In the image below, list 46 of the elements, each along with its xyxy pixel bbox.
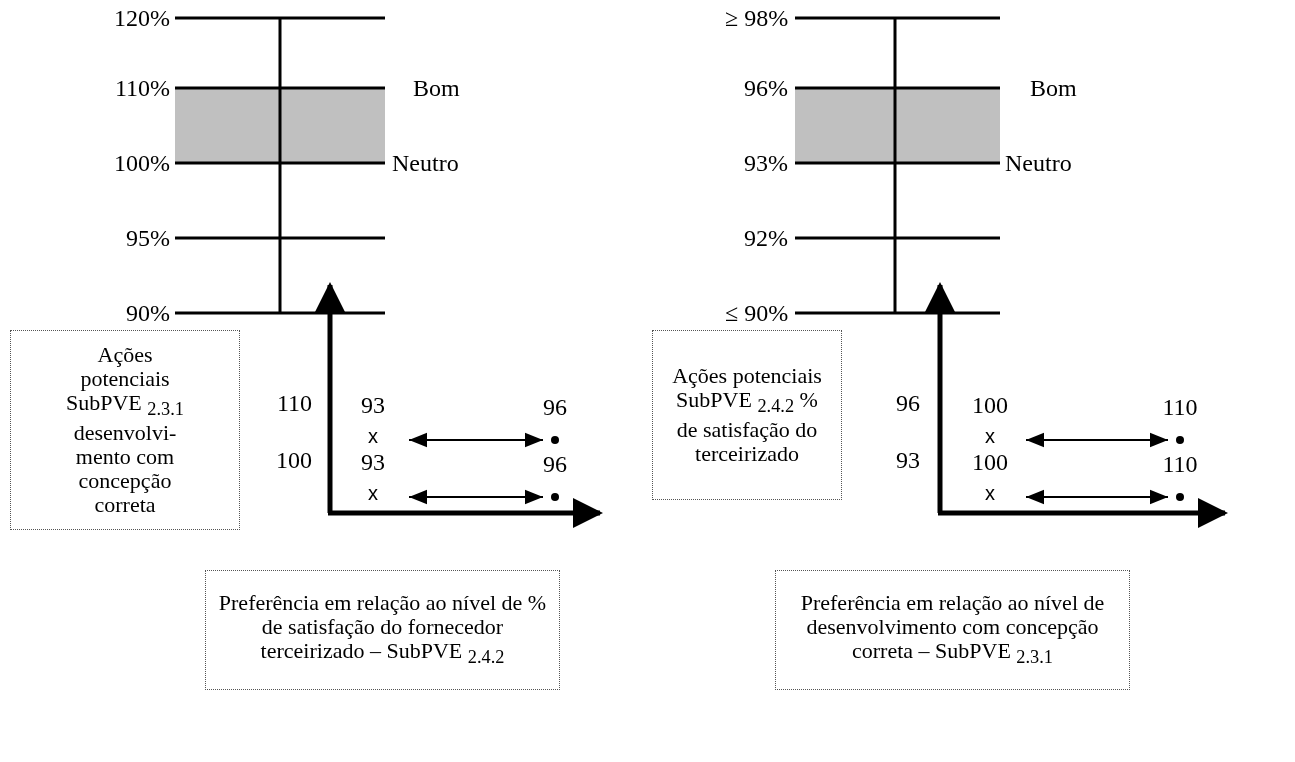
- cross-mark: x: [365, 425, 381, 447]
- cross-mark: x: [982, 425, 998, 447]
- mark-value: 110: [1162, 450, 1198, 478]
- scale-value: ≥ 98%: [725, 4, 789, 32]
- scale-value: 90%: [126, 299, 170, 327]
- mark-value: 93: [361, 391, 385, 419]
- text-box: [775, 570, 1130, 690]
- mark-value: 96: [543, 450, 567, 478]
- scale-value: 110%: [115, 74, 171, 102]
- scale-value: 95%: [126, 224, 170, 252]
- double-arrow: [408, 432, 544, 448]
- level-label: Bom: [413, 74, 460, 102]
- mark-value: 100: [972, 391, 1008, 419]
- axis-value: 100: [276, 446, 312, 474]
- mark-value: 93: [361, 448, 385, 476]
- text-box: [652, 330, 842, 500]
- double-arrow: [1025, 432, 1169, 448]
- scale-value: 93%: [744, 149, 788, 177]
- double-arrow: [1025, 489, 1169, 505]
- scale-value: 92%: [744, 224, 788, 252]
- level-label: Neutro: [392, 149, 459, 177]
- box-text: Ações potenciais SubPVE $_{2.3.1}$ desenvolvi- mento com concepção correta: [65, 342, 185, 518]
- dot-mark: [1176, 493, 1184, 501]
- text-box: [205, 570, 560, 690]
- level-label: Neutro: [1005, 149, 1072, 177]
- cross-mark: x: [982, 482, 998, 504]
- dot-mark: [1176, 436, 1184, 444]
- double-arrow: [408, 489, 544, 505]
- scale-value: 96%: [744, 74, 788, 102]
- axis-value: 93: [896, 446, 920, 474]
- box-text: Preferência em relação ao nível de % de satisfação do fornecedor terceirizado – SubPVE $_{2.4.2}$: [217, 590, 548, 670]
- scale-value: ≤ 90%: [725, 299, 789, 327]
- cross-mark: x: [365, 482, 381, 504]
- axis-value: 96: [896, 389, 920, 417]
- text-box: [10, 330, 240, 530]
- level-label: Bom: [1030, 74, 1077, 102]
- mark-value: 96: [543, 393, 567, 421]
- box-text: Preferência em relação ao nível de desenvolvimento com concepção correta – SubPVE $_{2.3.1}$: [799, 590, 1106, 670]
- dot-mark: [551, 493, 559, 501]
- dot-mark: [551, 436, 559, 444]
- scale-value: 100%: [114, 149, 170, 177]
- axis-value: 110: [277, 389, 313, 417]
- scale-value: 120%: [114, 4, 170, 32]
- mark-value: 110: [1162, 393, 1198, 421]
- mark-value: 100: [972, 448, 1008, 476]
- box-text: Ações potenciais SubPVE $_{2.4.2}$ % de satisfação do terceirizado: [671, 363, 823, 467]
